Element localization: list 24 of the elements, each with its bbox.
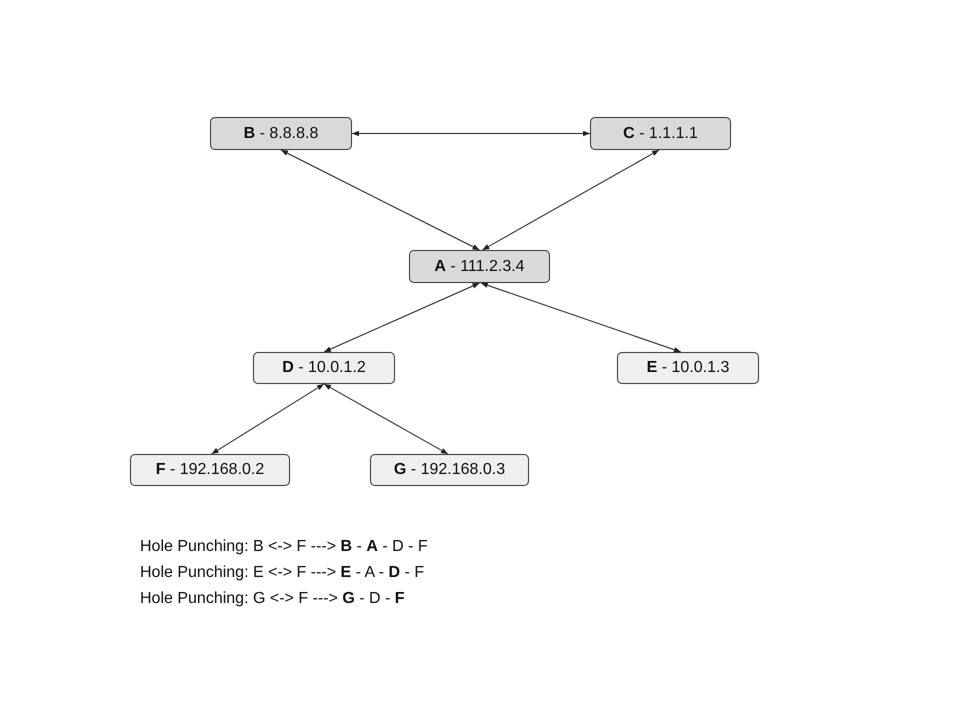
route-note: Hole Punching: B <-> F ---> B - A - D - F — [140, 538, 428, 556]
host-label: E - 10.0.1.3 — [646, 359, 730, 377]
host-label: D - 10.0.1.2 — [282, 359, 366, 377]
host-box — [409, 250, 550, 283]
arrow — [324, 384, 448, 454]
arrow — [280, 150, 480, 250]
host-box — [617, 352, 759, 384]
host-box — [210, 117, 352, 150]
host-box — [253, 352, 395, 384]
arrow — [480, 282, 682, 352]
host-label: B - 8.8.8.8 — [244, 124, 318, 142]
arrow — [324, 282, 480, 352]
host-box — [590, 117, 731, 150]
route-note: Hole Punching: E <-> F ---> E - A - D - F — [140, 564, 424, 582]
arrow — [482, 150, 660, 250]
route-note: Hole Punching: G <-> F ---> G - D - F — [140, 590, 405, 608]
host-label: A - 111.2.3.4 — [434, 258, 525, 276]
host-label: G - 192.168.0.3 — [394, 461, 506, 479]
host-label: F - 192.168.0.2 — [156, 461, 264, 479]
host-label: C - 1.1.1.1 — [623, 124, 698, 142]
arrow — [211, 384, 324, 454]
host-box — [370, 454, 529, 486]
arrow — [352, 130, 590, 136]
host-box — [130, 454, 290, 486]
